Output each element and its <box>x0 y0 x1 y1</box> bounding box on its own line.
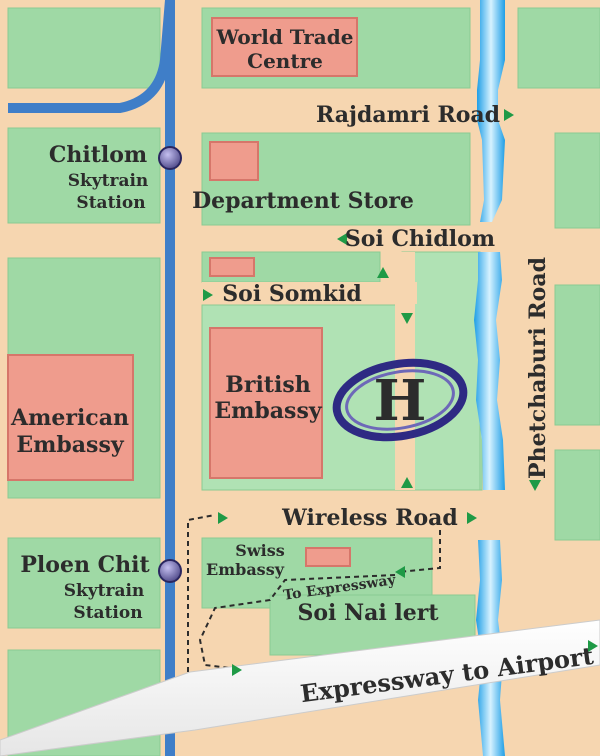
department-store-building <box>209 141 259 181</box>
hilton-logo-letter: H <box>374 368 427 434</box>
arrow-right-icon <box>467 512 477 524</box>
ploen-chit-label-line1: Ploen Chit <box>20 552 150 578</box>
world-trade-centre-building <box>211 17 358 77</box>
arrow-up-icon <box>401 477 413 488</box>
arrow-right-icon <box>203 289 213 301</box>
world-trade-centre-label-line1: World Trade <box>216 25 354 49</box>
buildings <box>7 17 358 567</box>
ploen-chit-label-line3: Station <box>73 603 142 623</box>
arrow-down-icon <box>529 480 541 491</box>
small-building-soi-chidlom <box>209 257 255 277</box>
arrow-left-icon <box>337 233 347 245</box>
arrow-right-icon <box>218 512 228 524</box>
arrow-left-icon <box>395 566 405 578</box>
block-right-upper <box>554 132 600 229</box>
department-store-label: Department Store <box>192 188 414 214</box>
hilton-logo-icon: H <box>332 358 468 442</box>
swiss-embassy-building <box>305 547 351 567</box>
block-ploen-chit <box>7 537 161 629</box>
soi-chidlom-label: Soi Chidlom <box>345 226 495 252</box>
block-top-right <box>517 7 600 89</box>
british-embassy-label-line1: British <box>225 372 310 398</box>
chitlom-label-line3: Station <box>76 193 145 213</box>
chitlom-label-line1: Chitlom <box>49 142 147 168</box>
lane-somkid-connector <box>202 282 417 304</box>
block-top-left <box>7 7 161 89</box>
british-embassy-label-line2: Embassy <box>214 398 322 424</box>
arrow-right-icon <box>504 109 514 121</box>
chitlom-station-marker <box>158 146 182 170</box>
soi-somkid-label: Soi Somkid <box>222 281 361 307</box>
american-embassy-building <box>7 354 134 481</box>
canal <box>474 0 505 756</box>
block-right-middle <box>554 284 600 426</box>
american-embassy-label-line2: Embassy <box>16 432 124 458</box>
skytrain-line <box>8 0 175 113</box>
world-trade-centre-label-line2: Centre <box>247 49 323 73</box>
arrow-down-icon <box>401 313 413 324</box>
swiss-embassy-label-line2: Embassy <box>206 560 285 579</box>
phetchaburi-road-label: Phetchaburi Road <box>525 257 551 479</box>
arrow-right-icon <box>232 664 242 676</box>
arrow-up-icon <box>377 267 389 278</box>
swiss-embassy-label-line1: Swiss <box>235 541 284 560</box>
direction-arrows <box>203 109 598 676</box>
british-embassy-building <box>209 327 323 479</box>
block-right-lower <box>554 449 600 541</box>
american-embassy-label-line1: American <box>10 405 129 431</box>
block-chitlom <box>7 127 161 224</box>
arrow-right-icon <box>588 640 598 652</box>
soi-nai-lert-label: Soi Nai lert <box>297 600 439 626</box>
ploen-chit-label-line2: Skytrain <box>64 581 145 601</box>
ploen-chit-station-marker <box>158 559 182 583</box>
rajdamri-road-label: Rajdamri Road <box>316 102 500 128</box>
chitlom-label-line2: Skytrain <box>68 171 149 191</box>
dashed-route <box>187 514 441 672</box>
wireless-road-label: Wireless Road <box>281 505 458 531</box>
expressway <box>0 619 600 756</box>
